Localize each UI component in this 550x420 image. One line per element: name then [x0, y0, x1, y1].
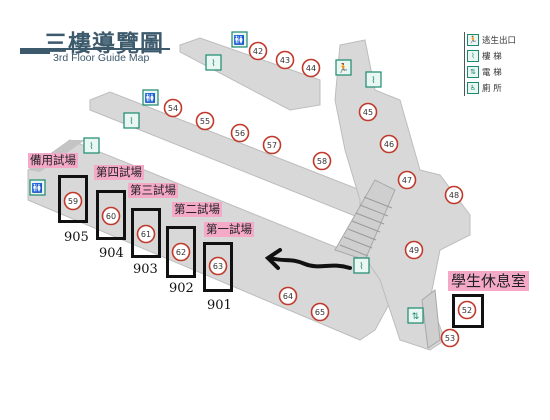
svg-text:⇅: ⇅ [412, 312, 420, 322]
stairs-icon: ⌇ [365, 71, 382, 88]
room-number-44: 44 [306, 64, 316, 73]
stairs-block [334, 179, 396, 261]
elevator-shaft [421, 289, 441, 349]
emergency-exit-icon: 🏃 [467, 34, 479, 46]
room-number-65: 65 [315, 308, 325, 317]
handwritten-905: 905 [64, 230, 89, 245]
room-badge-47: 47 [397, 170, 417, 190]
map-subtitle: 3rd Floor Guide Map [53, 52, 150, 64]
room-badge-52: 52 [457, 300, 477, 320]
handwritten-904: 904 [99, 246, 124, 261]
stairs-lines [339, 196, 393, 257]
room-number-61: 61 [141, 230, 151, 239]
highlight-box-63 [203, 242, 233, 292]
room-badge-53: 53 [440, 328, 460, 348]
room-badge-49: 49 [404, 240, 424, 260]
room-number-57: 57 [267, 141, 277, 150]
annotation-student-lounge: 學生休息室 [448, 271, 530, 291]
svg-text:⌇: ⌇ [211, 58, 215, 69]
room-number-46: 46 [384, 140, 394, 149]
room-badge-65: 65 [310, 302, 330, 322]
handwritten-901: 901 [207, 298, 232, 313]
handwritten-902: 902 [169, 281, 194, 296]
restroom-icon: 🚻 [231, 31, 248, 48]
highlight-box-52 [452, 294, 484, 328]
svg-text:⌇: ⌇ [371, 75, 375, 86]
room-number-49: 49 [409, 246, 419, 255]
room-number-62: 62 [176, 248, 186, 257]
legend-item-restroom: ♿ 廁 所 [467, 80, 516, 96]
room-number-63: 63 [213, 262, 223, 271]
elevator-icon: ⇅ [407, 307, 424, 324]
stairs-icon: ⌇ [123, 112, 140, 129]
legend-item-exit: 🏃 逃生出口 [467, 34, 517, 46]
room-badge-58: 58 [312, 151, 332, 171]
room-number-64: 64 [283, 292, 293, 301]
annotation-spare-exam-room: 備用試場 [28, 153, 78, 168]
svg-text:🚻: 🚻 [145, 92, 156, 104]
svg-text:⌇: ⌇ [359, 261, 363, 272]
annotation-exam-room-1: 第一試場 [204, 222, 254, 237]
room-badge-45: 45 [358, 102, 378, 122]
svg-text:🏃: 🏃 [338, 62, 349, 74]
room-number-54: 54 [168, 104, 178, 113]
room-badge-64: 64 [278, 286, 298, 306]
svg-text:⌇: ⌇ [129, 116, 133, 127]
map-title: 三樓導覽圖 [44, 31, 164, 57]
stairs-icon: ⌇ [353, 257, 370, 274]
highlight-box-61 [131, 208, 161, 258]
annotation-exam-room-3: 第三試場 [128, 183, 178, 198]
title-underline-accent [20, 50, 50, 54]
annotation-exam-room-2: 第二試場 [172, 202, 222, 217]
emergency-exit-icon: 🏃 [335, 59, 352, 76]
room-number-60: 60 [106, 212, 116, 221]
highlight-box-62 [166, 226, 196, 278]
room-badge-43: 43 [275, 50, 295, 70]
stairs-icon: ⌇ [83, 137, 100, 154]
room-number-58: 58 [317, 157, 327, 166]
room-number-59: 59 [68, 197, 78, 206]
highlight-box-60 [96, 190, 126, 240]
room-badge-46: 46 [379, 134, 399, 154]
room-badge-63: 63 [208, 256, 228, 276]
room-number-45: 45 [363, 108, 373, 117]
elevator-icon: ⇅ [467, 66, 479, 78]
restroom-icon: ♿ [467, 82, 479, 94]
room-badge-42: 42 [248, 41, 268, 61]
annotation-exam-room-4: 第四試場 [94, 165, 144, 180]
room-badge-44: 44 [301, 58, 321, 78]
restroom-icon: 🚻 [29, 179, 46, 196]
room-badge-62: 62 [171, 242, 191, 262]
room-badge-59: 59 [63, 191, 83, 211]
room-badge-57: 57 [262, 135, 282, 155]
stairs-icon: ⌇ [467, 50, 479, 62]
room-number-56: 56 [235, 129, 245, 138]
room-badge-55: 55 [195, 111, 215, 131]
title-underline [20, 48, 170, 50]
room-number-48: 48 [449, 191, 459, 200]
room-number-42: 42 [253, 47, 263, 56]
highlight-box-59 [58, 175, 88, 223]
room-badge-54: 54 [163, 98, 183, 118]
restroom-icon: 🚻 [142, 89, 159, 106]
svg-text:🚻: 🚻 [234, 34, 245, 46]
room-number-52: 52 [462, 306, 472, 315]
room-badge-61: 61 [136, 224, 156, 244]
legend: 🏃 逃生出口 ⌇ 樓 梯 ⇅ 電 梯 ♿ 廁 所 [464, 32, 516, 96]
hand-drawn-arrow [268, 256, 352, 270]
room-number-43: 43 [280, 56, 290, 65]
room-badge-60: 60 [101, 206, 121, 226]
svg-text:⌇: ⌇ [89, 141, 93, 152]
stairs-icon: ⌇ [205, 54, 222, 71]
room-number-55: 55 [200, 117, 210, 126]
room-number-53: 53 [445, 334, 455, 343]
handwritten-903: 903 [133, 262, 158, 277]
room-badge-48: 48 [444, 185, 464, 205]
room-badge-56: 56 [230, 123, 250, 143]
legend-item-elevator: ⇅ 電 梯 [467, 64, 516, 80]
svg-text:🚻: 🚻 [32, 182, 43, 194]
legend-item-stairs: ⌇ 樓 梯 [467, 48, 516, 64]
room-number-47: 47 [402, 176, 412, 185]
